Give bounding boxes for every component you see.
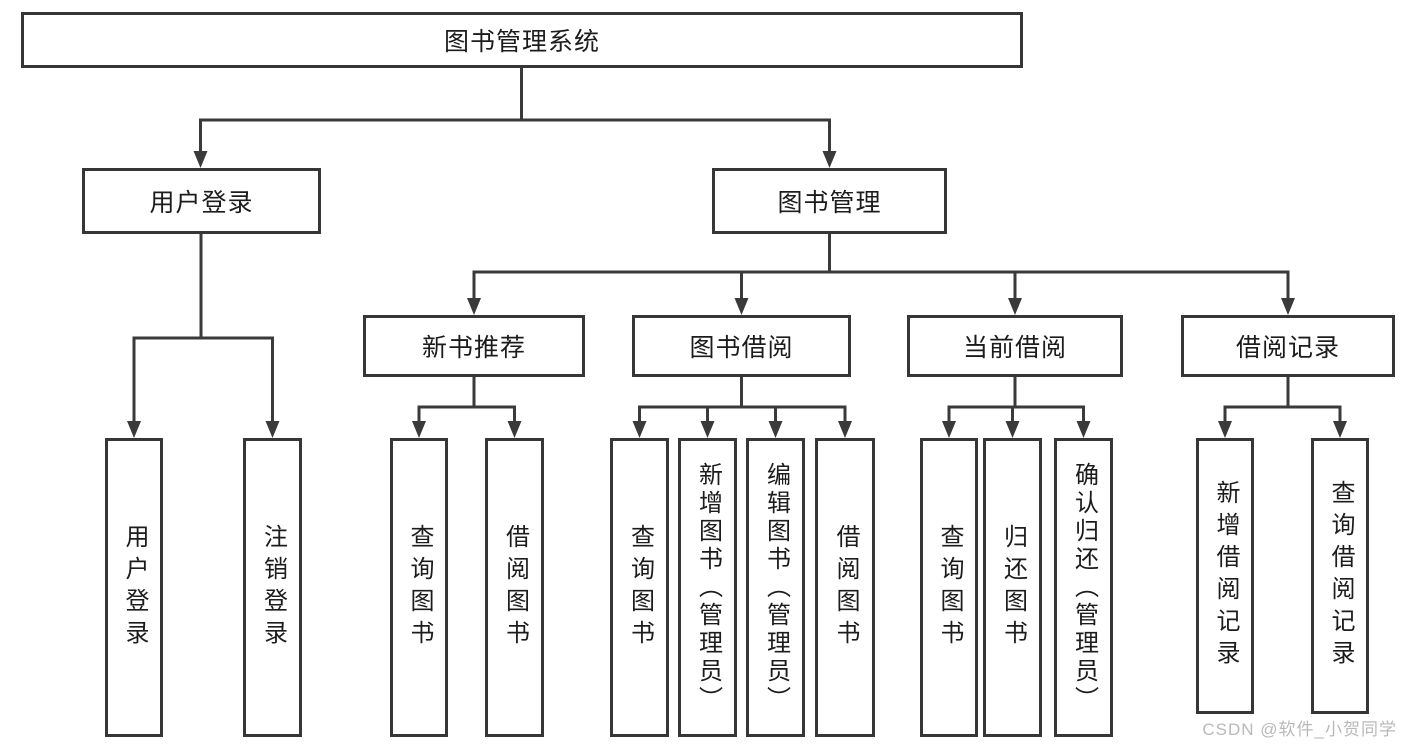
node-new-book-recommend-label: 新书推荐	[421, 334, 526, 362]
leaf-current-confirm-return-admin-label: 确认归还（管理员）	[1070, 461, 1098, 714]
leaf-borrow-add-book-admin-label: 新增图书（管理员）	[694, 461, 722, 714]
leaf-newbook-query-books: 查询图书	[390, 438, 448, 737]
leaf-current-confirm-return-admin: 确认归还（管理员）	[1054, 438, 1113, 737]
node-user-login-label: 用户登录	[149, 189, 254, 217]
leaf-records-add-record-label: 新增借阅记录	[1212, 480, 1239, 672]
leaf-user-login-label: 用户登录	[121, 523, 148, 652]
node-book-borrow: 图书借阅	[632, 315, 851, 377]
leaf-borrow-query-books-label: 查询图书	[626, 523, 654, 652]
node-root-label: 图书管理系统	[443, 28, 600, 56]
node-new-book-recommend: 新书推荐	[363, 315, 585, 377]
leaf-current-query-books-label: 查询图书	[936, 523, 963, 652]
leaf-borrow-add-book-admin: 新增图书（管理员）	[678, 438, 737, 737]
leaf-borrow-edit-book-admin-label: 编辑图书（管理员）	[762, 461, 790, 714]
leaf-records-query-record-label: 查询借阅记录	[1327, 480, 1354, 672]
csdn-watermark: CSDN @软件_小贺同学	[1202, 720, 1397, 739]
leaf-newbook-borrow-books-label: 借阅图书	[501, 523, 529, 652]
leaf-borrow-borrow-books-label: 借阅图书	[832, 523, 859, 652]
node-user-login: 用户登录	[82, 168, 321, 234]
leaf-logout: 注销登录	[243, 438, 302, 737]
leaf-user-login: 用户登录	[105, 438, 163, 737]
node-root: 图书管理系统	[21, 12, 1023, 68]
node-current-borrow: 当前借阅	[907, 315, 1123, 377]
leaf-newbook-borrow-books: 借阅图书	[485, 438, 544, 737]
leaf-records-query-record: 查询借阅记录	[1311, 438, 1369, 714]
leaf-borrow-borrow-books: 借阅图书	[815, 438, 875, 737]
leaf-current-query-books: 查询图书	[920, 438, 978, 737]
node-book-mgmt-label: 图书管理	[777, 189, 882, 217]
leaf-records-add-record: 新增借阅记录	[1196, 438, 1254, 714]
node-borrow-record: 借阅记录	[1181, 315, 1395, 377]
node-book-mgmt: 图书管理	[712, 168, 947, 234]
leaf-borrow-query-books: 查询图书	[610, 438, 669, 737]
leaf-borrow-edit-book-admin: 编辑图书（管理员）	[746, 438, 805, 737]
leaf-current-return-books-label: 归还图书	[999, 523, 1027, 652]
leaf-newbook-query-books-label: 查询图书	[406, 523, 433, 652]
node-book-borrow-label: 图书借阅	[689, 334, 794, 362]
leaf-logout-label: 注销登录	[259, 523, 287, 652]
node-current-borrow-label: 当前借阅	[962, 334, 1067, 362]
node-borrow-record-label: 借阅记录	[1235, 334, 1340, 362]
leaf-current-return-books: 归还图书	[983, 438, 1042, 737]
